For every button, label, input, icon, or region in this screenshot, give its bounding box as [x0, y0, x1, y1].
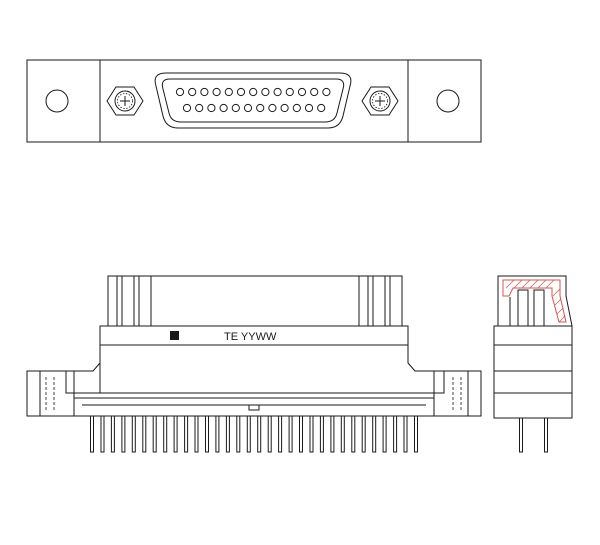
contact-hole [317, 103, 326, 113]
solder-pin [152, 416, 157, 453]
contact-hole [219, 103, 228, 113]
solder-pin [194, 416, 199, 453]
solder-pin [403, 416, 408, 453]
end-solder-pin [519, 418, 523, 453]
solder-pin [330, 416, 335, 453]
solder-pin [90, 416, 94, 453]
end-view [493, 275, 573, 453]
contact-hole [243, 103, 253, 113]
contact-hole [304, 103, 314, 113]
front-body [99, 59, 409, 143]
solder-pin [257, 416, 262, 453]
end-pin-array [519, 418, 548, 453]
insulator-base [73, 392, 435, 417]
end-shell-hatch [502, 279, 567, 323]
jackscrew-left [106, 86, 144, 116]
solder-pin [393, 416, 398, 453]
solder-pin [414, 416, 418, 453]
contact-hole [231, 103, 240, 113]
contact-hole [175, 87, 185, 97]
side-elevation: TE YYWW [26, 275, 482, 453]
contact-hole [280, 103, 289, 113]
contact-hole [322, 87, 331, 97]
contact-hole [256, 103, 265, 113]
front-view [26, 59, 482, 143]
solder-pin [163, 416, 168, 453]
mounting-hole-right [436, 89, 460, 113]
end-solder-pin [544, 418, 548, 453]
solder-pin [246, 416, 251, 453]
solder-pin [131, 416, 136, 453]
solder-pin [110, 416, 115, 453]
end-body [493, 344, 573, 419]
contact-hole [188, 87, 197, 97]
solder-pin [173, 416, 178, 453]
jackscrew-right [361, 86, 399, 116]
solder-pin [236, 416, 241, 453]
contact-hole [236, 87, 246, 97]
solder-pin [299, 416, 303, 453]
marking-text: TE YYWW [224, 331, 277, 343]
solder-pin [121, 416, 126, 453]
solder-pin [267, 416, 272, 453]
solder-pin [100, 416, 105, 453]
post-right [358, 275, 403, 327]
contact-hole [224, 87, 233, 97]
solder-pin [309, 416, 314, 453]
solder-pin [319, 416, 324, 453]
solder-pin [372, 416, 377, 453]
solder-pin [278, 416, 283, 453]
solder-pin [215, 416, 220, 453]
contact-hole [310, 87, 319, 97]
solder-pin [184, 416, 189, 453]
solder-pin [205, 416, 209, 453]
contact-hole [285, 87, 294, 97]
pin1-marker [170, 331, 179, 340]
contact-hole [195, 103, 204, 113]
contact-hole [212, 87, 221, 97]
solder-pin [288, 416, 293, 453]
contact-hole [273, 87, 282, 97]
contact-hole [200, 87, 209, 97]
solder-pin [382, 416, 387, 453]
contact-hole [249, 87, 258, 97]
contact-hole [292, 103, 301, 113]
mating-shell [150, 275, 360, 327]
contact-array [175, 87, 331, 113]
solder-pin [225, 416, 230, 453]
contact-hole [297, 87, 307, 97]
post-left [107, 275, 152, 327]
front-flange [26, 59, 482, 143]
solder-pin [340, 416, 345, 453]
solder-pin [351, 416, 356, 453]
end-shell [497, 275, 573, 327]
contact-hole [268, 103, 277, 113]
d-shell-outer [154, 72, 352, 129]
contact-hole [207, 103, 216, 113]
center-key [248, 404, 260, 411]
pin-array [90, 416, 418, 453]
contact-hole [261, 87, 270, 97]
mounting-hole-left [45, 89, 69, 113]
solder-pin [361, 416, 366, 453]
d-shell-inner [161, 78, 345, 123]
solder-pin [142, 416, 147, 453]
contact-hole [182, 103, 192, 113]
